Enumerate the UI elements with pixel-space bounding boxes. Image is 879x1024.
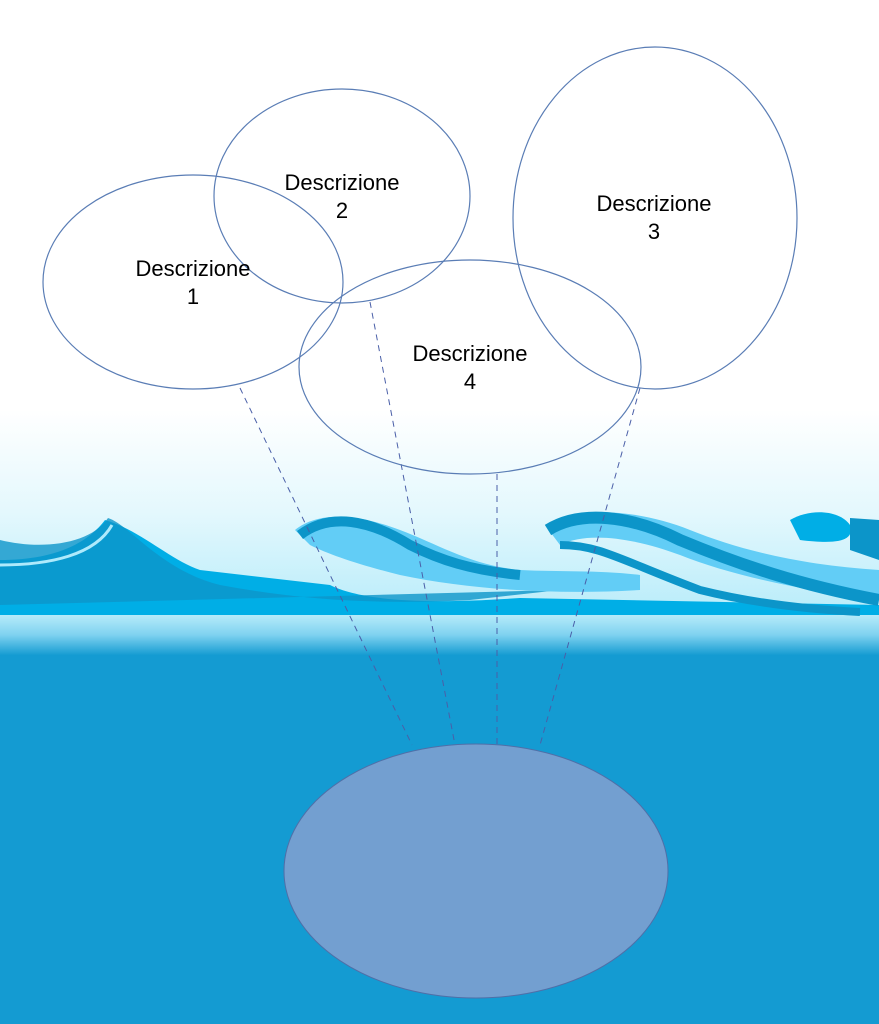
bubble-3-label: Descrizione <box>597 191 712 216</box>
bubble-4-number: 4 <box>464 369 476 394</box>
connector-2 <box>369 301 456 746</box>
waves <box>0 511 879 616</box>
base-ellipse <box>283 743 669 999</box>
connector-1 <box>239 387 413 746</box>
connector-lines <box>239 301 641 746</box>
bubble-1-label: Descrizione <box>136 256 251 281</box>
bubble-4-label: Descrizione <box>413 341 528 366</box>
bubble-2-label: Descrizione <box>285 170 400 195</box>
bubble-1 <box>42 174 344 390</box>
connector-3 <box>539 387 641 746</box>
bubble-2-number: 2 <box>336 198 348 223</box>
bubble-3-number: 3 <box>648 219 660 244</box>
bubble-1-number: 1 <box>187 284 199 309</box>
bubble-2 <box>213 88 471 304</box>
bubble-4 <box>298 259 642 475</box>
bubble-3 <box>512 46 798 390</box>
